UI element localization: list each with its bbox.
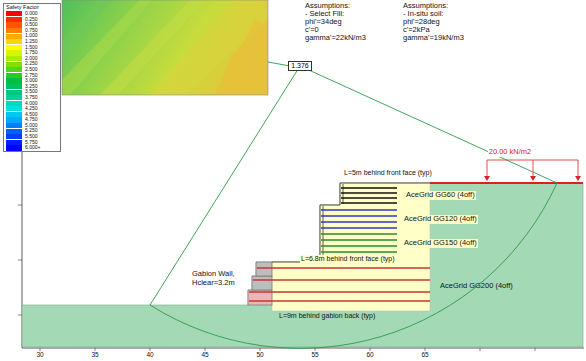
legend-swatch	[6, 22, 22, 27]
legend-swatch	[6, 134, 22, 139]
geogrid-gg150	[321, 234, 397, 252]
grid-label: AceGrid GG60 (4off)	[405, 191, 476, 200]
legend-swatch	[6, 95, 22, 100]
in-situ-soil	[22, 183, 583, 347]
grid-label: AceGrid GG200 (4off)	[440, 282, 513, 291]
legend-swatch	[6, 129, 22, 134]
legend-swatch	[6, 101, 22, 106]
legend-title: Safety Factor	[4, 4, 60, 11]
legend-box: Safety Factor0.0000.2500.5000.7501.0001.…	[3, 3, 61, 152]
geogrid-gg200	[249, 268, 430, 301]
legend-swatch	[6, 112, 22, 117]
legend-swatch	[6, 90, 22, 95]
legend-swatch	[6, 117, 22, 122]
grid-label: AceGrid GG120 (4off)	[403, 215, 478, 224]
legend-swatch	[6, 78, 22, 83]
legend-swatch	[6, 39, 22, 44]
axis-number: 65	[421, 351, 428, 358]
assumption-text: gamma'=22kN/m3	[305, 34, 366, 43]
legend-swatch	[6, 28, 22, 33]
length-note: L=9m behind gabion back (typ)	[278, 312, 376, 320]
legend-swatch	[6, 17, 22, 22]
axis-number: 60	[366, 351, 373, 358]
load-label: 20.00 kN/m2	[488, 148, 533, 157]
axis-number: 50	[256, 351, 263, 358]
legend-swatch	[6, 145, 22, 150]
assumption-text: gamma'=19kN/m3	[403, 34, 464, 43]
axis-number: 30	[36, 351, 43, 358]
grid-label: AceGrid GG150 (4off)	[403, 239, 478, 248]
length-note: L=5m behind front face (typ)	[343, 169, 433, 177]
legend-swatch	[6, 73, 22, 78]
legend-value: 6.000+	[25, 145, 40, 151]
legend-swatch	[6, 62, 22, 67]
legend-swatch	[6, 123, 22, 128]
axis-number: 55	[311, 351, 318, 358]
legend-swatch	[6, 140, 22, 145]
axis-number: 45	[201, 351, 208, 358]
legend-swatch	[6, 56, 22, 61]
axis-number: 40	[146, 351, 153, 358]
length-note: L=6.8m behind front face (typ)	[300, 255, 396, 263]
legend-swatch	[6, 67, 22, 72]
factor-box: 1.376	[288, 61, 312, 71]
factor-value: 1.376	[291, 62, 309, 70]
legend-swatch	[6, 50, 22, 55]
legend-swatch	[6, 34, 22, 39]
contour-inset	[62, 0, 268, 95]
geogrid-gg60	[341, 188, 397, 203]
surcharge-load	[430, 160, 583, 183]
geogrid-gg120	[321, 210, 397, 228]
slip-circle	[150, 62, 557, 348]
legend-swatch	[6, 11, 22, 16]
legend-row: 6.000+	[4, 145, 60, 151]
legend-swatch	[6, 45, 22, 50]
legend-swatch	[6, 106, 22, 111]
legend-swatch	[6, 84, 22, 89]
wall-label: Gabion Wall, Hclear=3.2m	[192, 270, 244, 287]
axis-number: 35	[91, 351, 98, 358]
